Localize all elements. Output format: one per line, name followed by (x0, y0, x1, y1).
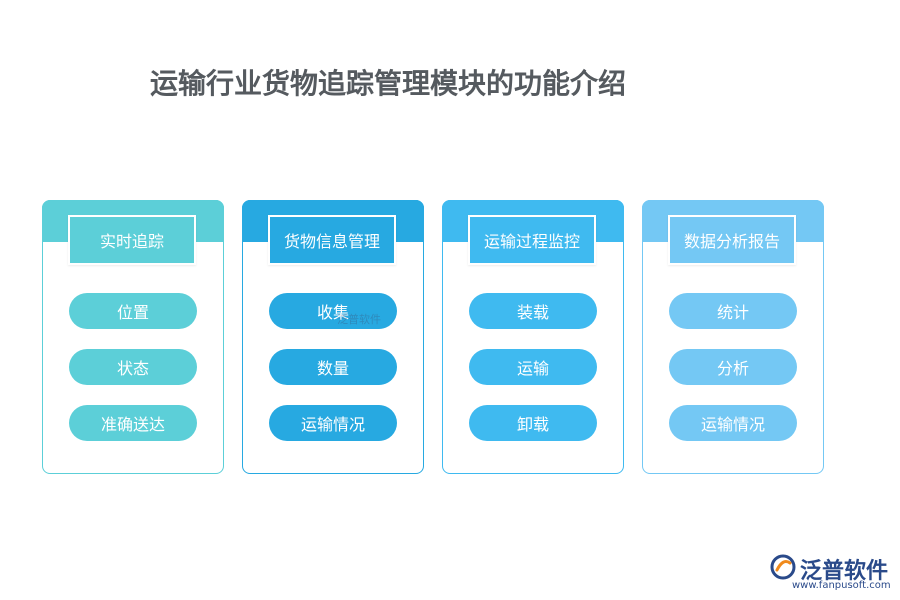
module-card-realtime-tracking: 实时追踪 位置 状态 准确送达 (42, 200, 224, 474)
module-card-data-analysis: 数据分析报告 统计 分析 运输情况 (642, 200, 824, 474)
module-card-transport-monitoring: 运输过程监控 装载 运输 卸载 (442, 200, 624, 474)
card-header: 运输过程监控 (468, 215, 596, 265)
feature-pill: 运输情况 (669, 405, 797, 441)
brand-name: 泛普软件 (800, 559, 889, 584)
feature-pill: 数量 (269, 349, 397, 385)
feature-pill: 运输 (469, 349, 597, 385)
card-header: 数据分析报告 (668, 215, 796, 265)
card-header: 实时追踪 (68, 215, 196, 265)
brand-logo: 泛普软件 (770, 553, 888, 585)
page-title: 运输行业货物追踪管理模块的功能介绍 (150, 67, 627, 100)
feature-pill: 装载 (469, 293, 597, 329)
feature-pill: 状态 (69, 349, 197, 385)
feature-pill: 准确送达 (69, 405, 197, 441)
feature-pill: 分析 (669, 349, 797, 385)
watermark: 泛普软件 (337, 313, 381, 326)
card-header: 货物信息管理 (268, 215, 396, 265)
feature-pill: 统计 (669, 293, 797, 329)
module-card-cargo-info: 货物信息管理 收集 数量 运输情况 (242, 200, 424, 474)
fanpu-logo-icon (770, 554, 796, 584)
feature-pill: 位置 (69, 293, 197, 329)
brand-url: www.fanpusoft.com (792, 580, 891, 591)
feature-pill: 运输情况 (269, 405, 397, 441)
feature-pill: 卸载 (469, 405, 597, 441)
feature-pill: 收集 (269, 293, 397, 329)
